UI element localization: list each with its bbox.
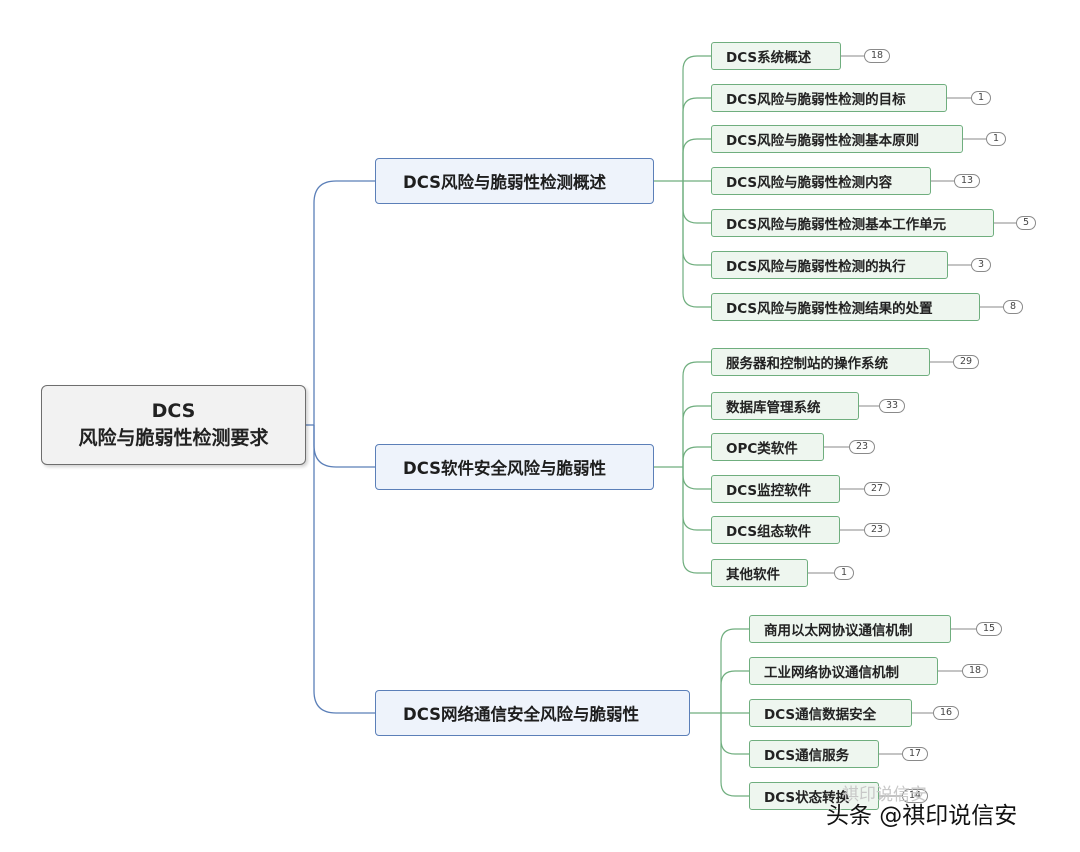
leaf-connector xyxy=(682,467,711,574)
leaf-label: 工业网络协议通信机制 xyxy=(764,665,899,681)
count-badge: 18 xyxy=(962,664,989,678)
count-badge: 1 xyxy=(834,566,855,580)
leaf-topic[interactable]: DCS风险与脆弱性检测基本工作单元 xyxy=(711,209,994,237)
count-badge: 33 xyxy=(879,399,906,413)
count-badge: 23 xyxy=(849,440,876,454)
branch-connector xyxy=(313,180,375,425)
branch-label: DCS网络通信安全风险与脆弱性 xyxy=(403,705,639,724)
leaf-label: DCS组态软件 xyxy=(726,524,812,540)
leaf-label: DCS风险与脆弱性检测的目标 xyxy=(726,92,906,108)
leaf-connector xyxy=(720,628,749,713)
leaf-label: DCS风险与脆弱性检测内容 xyxy=(726,175,893,191)
leaf-label: DCS风险与脆弱性检测的执行 xyxy=(726,259,906,275)
leaf-connector xyxy=(720,670,749,713)
count-badge: 16 xyxy=(933,706,960,720)
leaf-label: DCS状态转换 xyxy=(764,790,850,806)
leaf-connector xyxy=(682,97,711,181)
leaf-connector xyxy=(682,446,711,467)
branch-connector xyxy=(313,425,375,468)
count-badge: 8 xyxy=(1003,300,1024,314)
leaf-label: 服务器和控制站的操作系统 xyxy=(726,356,888,372)
leaf-label: DCS监控软件 xyxy=(726,483,812,499)
count-badge: 14 xyxy=(902,789,929,803)
leaf-label: DCS风险与脆弱性检测基本原则 xyxy=(726,133,920,149)
leaf-topic[interactable]: DCS风险与脆弱性检测结果的处置 xyxy=(711,293,980,321)
leaf-topic[interactable]: 商用以太网协议通信机制 xyxy=(749,615,951,643)
leaf-label: DCS通信数据安全 xyxy=(764,707,877,723)
count-badge: 3 xyxy=(971,258,992,272)
leaf-connector xyxy=(720,713,749,797)
leaf-topic[interactable]: DCS组态软件 xyxy=(711,516,840,544)
leaf-topic[interactable]: DCS状态转换 xyxy=(749,782,879,810)
count-badge: 5 xyxy=(1016,216,1037,230)
root-topic[interactable]: DCS 风险与脆弱性检测要求 xyxy=(41,385,306,465)
leaf-label: DCS通信服务 xyxy=(764,748,850,764)
count-badge: 17 xyxy=(902,747,929,761)
count-badge: 15 xyxy=(976,622,1003,636)
count-badge: 1 xyxy=(971,91,992,105)
leaf-topic[interactable]: 数据库管理系统 xyxy=(711,392,859,420)
leaf-label: 商用以太网协议通信机制 xyxy=(764,623,913,639)
leaf-topic[interactable]: 工业网络协议通信机制 xyxy=(749,657,938,685)
leaf-topic[interactable]: DCS风险与脆弱性检测的目标 xyxy=(711,84,947,112)
leaf-label: DCS风险与脆弱性检测基本工作单元 xyxy=(726,217,947,233)
leaf-connector xyxy=(682,361,711,467)
leaf-connector xyxy=(682,181,711,308)
watermark: 头条 @祺印说信安 xyxy=(826,803,1018,829)
leaf-topic[interactable]: OPC类软件 xyxy=(711,433,824,461)
leaf-label: 数据库管理系统 xyxy=(726,400,821,416)
leaf-topic[interactable]: DCS监控软件 xyxy=(711,475,840,503)
leaf-connector xyxy=(720,713,749,755)
count-badge: 1 xyxy=(986,132,1007,146)
leaf-topic[interactable]: DCS风险与脆弱性检测的执行 xyxy=(711,251,948,279)
leaf-topic[interactable]: DCS系统概述 xyxy=(711,42,841,70)
branch-topic-overview[interactable]: DCS风险与脆弱性检测概述 xyxy=(375,158,654,204)
leaf-connector xyxy=(682,467,711,531)
leaf-topic[interactable]: 服务器和控制站的操作系统 xyxy=(711,348,930,376)
branch-label: DCS风险与脆弱性检测概述 xyxy=(403,173,606,192)
leaf-topic[interactable]: DCS通信数据安全 xyxy=(749,699,912,727)
branch-connector xyxy=(313,425,375,714)
leaf-label: OPC类软件 xyxy=(726,441,798,457)
leaf-topic[interactable]: DCS风险与脆弱性检测内容 xyxy=(711,167,931,195)
leaf-label: DCS系统概述 xyxy=(726,50,812,66)
leaf-connector xyxy=(682,138,711,181)
root-title-line2: 风险与脆弱性检测要求 xyxy=(78,427,269,449)
leaf-connector xyxy=(682,405,711,467)
count-badge: 23 xyxy=(864,523,891,537)
count-badge: 29 xyxy=(953,355,980,369)
leaf-connector xyxy=(682,55,711,181)
leaf-topic[interactable]: 其他软件 xyxy=(711,559,808,587)
leaf-connector xyxy=(682,467,711,490)
branch-topic-software[interactable]: DCS软件安全风险与脆弱性 xyxy=(375,444,654,490)
leaf-connector xyxy=(682,181,711,224)
root-title-line1: DCS xyxy=(151,400,196,422)
count-badge: 27 xyxy=(864,482,891,496)
leaf-label: DCS风险与脆弱性检测结果的处置 xyxy=(726,301,933,317)
watermark-ghost: 祺印说信安 xyxy=(842,785,927,805)
branch-label: DCS软件安全风险与脆弱性 xyxy=(403,459,606,478)
count-badge: 18 xyxy=(864,49,891,63)
leaf-topic[interactable]: DCS通信服务 xyxy=(749,740,879,768)
leaf-topic[interactable]: DCS风险与脆弱性检测基本原则 xyxy=(711,125,963,153)
count-badge: 13 xyxy=(954,174,981,188)
branch-topic-network[interactable]: DCS网络通信安全风险与脆弱性 xyxy=(375,690,690,736)
leaf-label: 其他软件 xyxy=(726,567,780,583)
